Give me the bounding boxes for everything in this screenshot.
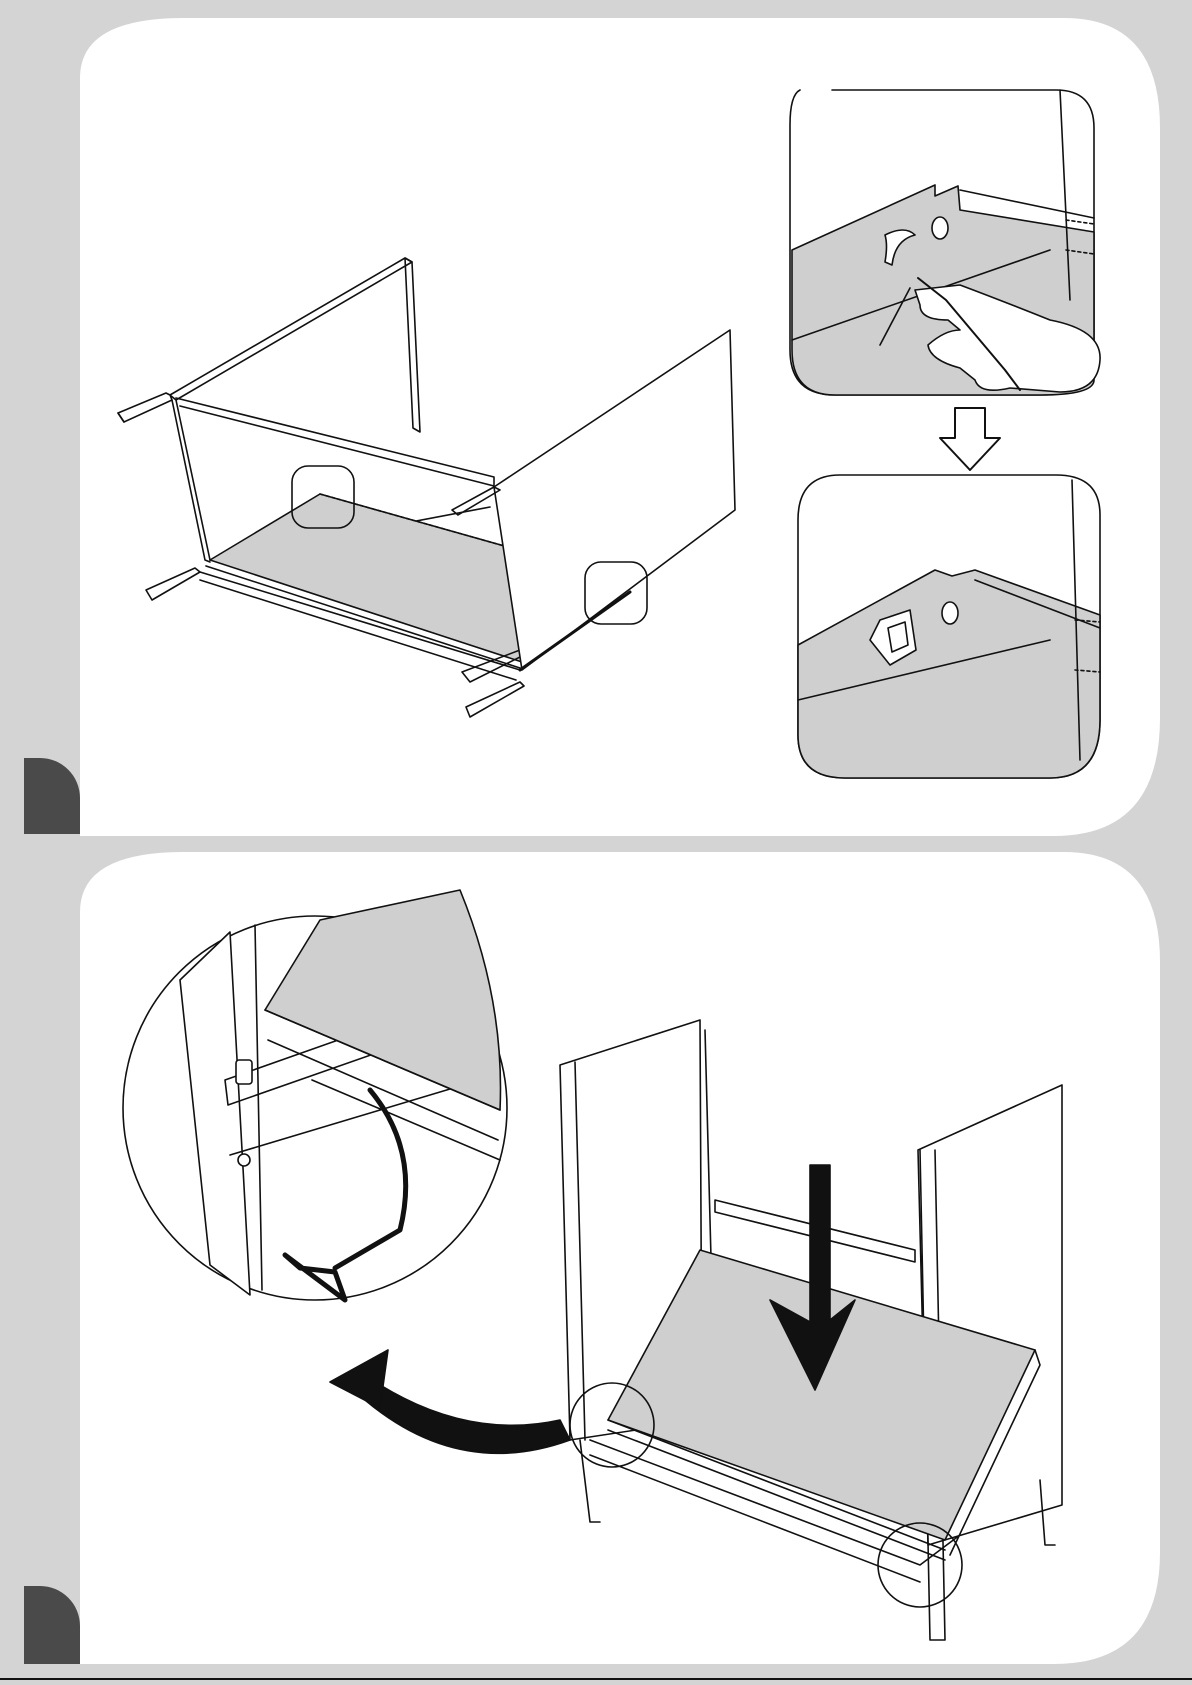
- magnified-corner-detail: [123, 890, 507, 1300]
- detail-clip-installed: [798, 475, 1100, 778]
- down-arrow-outline-icon: [940, 408, 1000, 470]
- detail-clip-insertion-by-hand: [790, 90, 1100, 395]
- curved-arrow-icon: [330, 1350, 570, 1453]
- page-bottom-rule: [0, 1678, 1192, 1680]
- frame-with-shelf-perspective: [118, 258, 735, 717]
